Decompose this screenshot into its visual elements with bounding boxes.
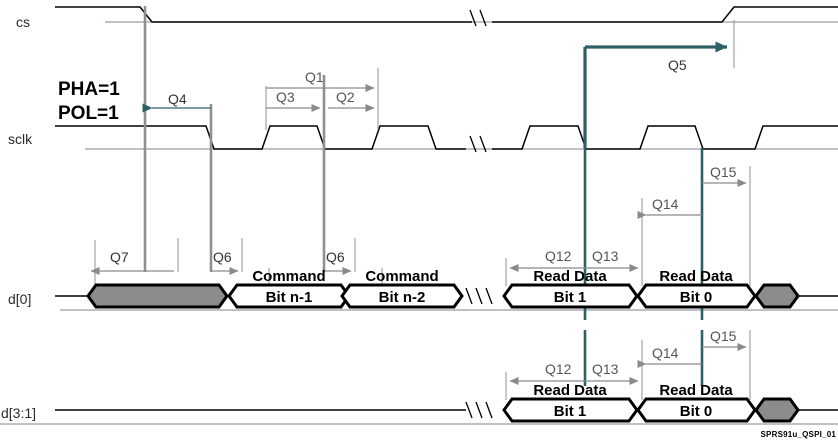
measure-q15-bot: Q15	[702, 328, 747, 351]
q-label-q6-b: Q6	[326, 249, 345, 265]
q-label-q7: Q7	[110, 249, 129, 265]
q-label-q12-bot: Q12	[545, 361, 572, 377]
bus-label-d0-2-in: Bit n-2	[379, 289, 426, 306]
measure-q6-b: Q6	[324, 249, 352, 275]
measure-q14-bot: Q14	[637, 345, 702, 368]
measure-q6-a: Q6	[211, 249, 239, 275]
bus-label-d0-3-top: Read Data	[533, 268, 607, 285]
q-label-q12-top: Q12	[545, 248, 572, 264]
q-label-q14-top: Q14	[652, 196, 679, 212]
q-label-q2: Q2	[336, 89, 355, 105]
waveform-cs	[55, 6, 838, 27]
signal-label-sclk: sclk	[8, 131, 33, 147]
measure-q12-q13-bot: Q12 Q13	[509, 361, 639, 385]
bus-label-d0-4-top: Read Data	[659, 268, 733, 285]
measure-q4: Q4	[142, 91, 211, 113]
figure-id-label: SPRS91u_QSPI_01	[761, 430, 837, 439]
measure-q5: Q5	[583, 41, 728, 148]
baselines	[0, 21, 838, 425]
q-label-q6-a: Q6	[213, 249, 232, 265]
bus-label-d0-1-top: Command	[252, 268, 325, 285]
measure-q15-top: Q15	[702, 164, 747, 187]
bus-label-d31-0-top: Read Data	[533, 382, 607, 399]
measure-q7: Q7	[90, 249, 174, 275]
q-label-q14-bot: Q14	[652, 345, 679, 361]
waveform-d0	[55, 283, 838, 309]
bus-label-d0-3-in: Bit 1	[554, 289, 587, 306]
q-label-q5: Q5	[668, 57, 687, 73]
measure-q14-top: Q14	[637, 196, 702, 219]
bus-label-d0-2-top: Command	[365, 268, 438, 285]
q-label-q13-bot: Q13	[592, 361, 619, 377]
signal-label-d31: d[3:1]	[1, 405, 36, 421]
mode-label-pha: PHA=1	[58, 79, 120, 100]
q-label-q15-bot: Q15	[710, 328, 737, 344]
marker-lines-left	[94, 6, 383, 290]
bus-label-d31-1-top: Read Data	[659, 382, 733, 399]
bus-label-d0-1-in: Bit n-1	[266, 289, 313, 306]
q-label-q13-top: Q13	[592, 248, 619, 264]
signal-label-cs: cs	[16, 14, 30, 30]
mode-label-pol: POL=1	[58, 103, 119, 124]
measure-q1: Q1	[266, 69, 375, 92]
waveform-sclk	[55, 125, 838, 153]
q-label-q1: Q1	[305, 69, 324, 85]
measure-q3: Q3	[266, 89, 321, 112]
q-label-q15-top: Q15	[710, 164, 737, 180]
measure-q12-q13-top: Q12 Q13	[509, 248, 639, 272]
waveform-d31	[55, 397, 838, 423]
signal-label-d0: d[0]	[8, 291, 31, 307]
bus-label-d0-4-in: Bit 0	[680, 289, 713, 306]
measure-q2: Q2	[328, 89, 375, 112]
q-label-q4: Q4	[168, 91, 187, 107]
q-label-q3: Q3	[276, 89, 295, 105]
bus-label-d31-1-in: Bit 0	[680, 403, 713, 420]
bus-label-d31-0-in: Bit 1	[554, 403, 587, 420]
